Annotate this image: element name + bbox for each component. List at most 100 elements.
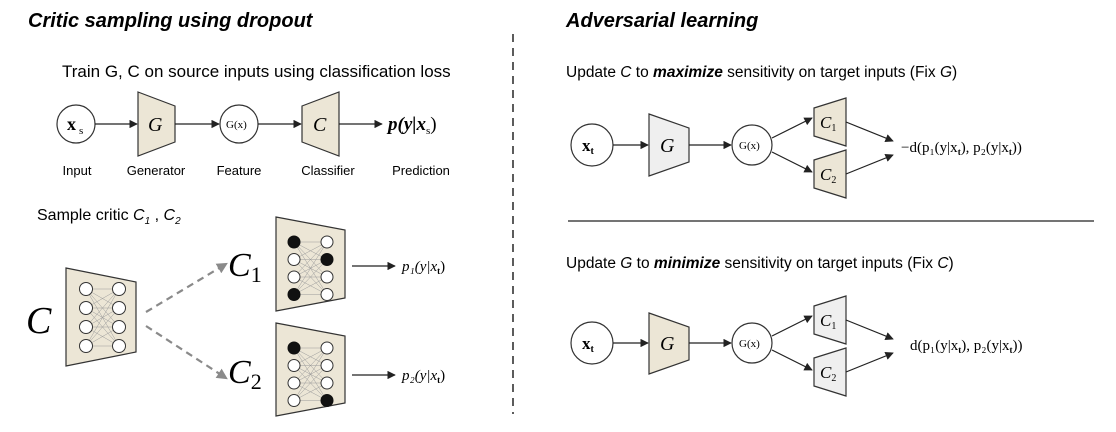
feature-symbol: G(x) (226, 119, 247, 131)
c2-symbol-top: C2 (820, 165, 836, 186)
network-edge (293, 365, 328, 401)
neuron (320, 235, 334, 249)
generator-symbol-top: G (660, 135, 675, 157)
neuron (112, 320, 126, 334)
generator-block-top (648, 113, 690, 177)
classifier-symbol: C (313, 114, 327, 136)
neuron (287, 253, 301, 266)
neuron (112, 282, 126, 296)
step2-caption: Sample critic C1 , C2 (37, 207, 181, 227)
minimize-pipeline: xt G G(x) C1 C2 d(p₁(y|xt), p₂(y|xt)) (570, 295, 1022, 397)
network-edge (293, 241, 328, 278)
dropped-neuron (320, 394, 334, 407)
neuron (320, 270, 334, 284)
neuron (112, 301, 126, 315)
arrow-c1-output-top (845, 121, 894, 143)
c1-block-top (813, 97, 847, 147)
generator-symbol: G (148, 114, 163, 136)
neuron (112, 339, 126, 353)
feature-symbol-bottom: G(x) (739, 338, 760, 350)
feature-symbol-top: G(x) (739, 140, 760, 152)
network-edge (85, 307, 120, 347)
network-edge (85, 288, 120, 328)
dropped-neuron (287, 235, 301, 249)
target-input-symbol-bottom: xt (582, 334, 595, 355)
input-subscript: s (79, 125, 83, 137)
label-input: Input (63, 163, 92, 178)
arrow-c2-output-top (845, 153, 894, 175)
arrow-feature-c1-top (771, 117, 813, 139)
maximize-pipeline: xt G G(x) C1 C2 −d(p₁(y|xt), p₂(y|xt)) (570, 97, 1022, 199)
classifier-block (301, 91, 340, 157)
arrow-c1-output-bottom (845, 319, 894, 341)
c2-symbol: C2 (228, 354, 262, 394)
big-c-symbol: C (26, 300, 52, 342)
label-prediction: Prediction (392, 163, 450, 178)
arrow-feature-c2-bottom (771, 349, 813, 371)
neuron (79, 282, 93, 296)
neuron (320, 359, 334, 372)
feature-node-bottom (731, 322, 773, 364)
full-classifier-block (65, 267, 137, 367)
network-edge (85, 288, 120, 347)
training-pipeline: x s G G(x) C p(y|xs) Input Generator Fea… (56, 91, 450, 178)
c1-symbol-bottom: C1 (820, 311, 836, 332)
neuron (287, 376, 301, 390)
c1-output: p₁(y|xt) (401, 259, 445, 276)
generator-symbol-bottom: G (660, 333, 675, 355)
arrow-c2-output-bottom (845, 351, 894, 373)
minimize-output: d(p₁(y|xt), p₂(y|xt)) (910, 338, 1022, 355)
c2-block (275, 322, 346, 417)
network-edge (293, 259, 328, 295)
neuron (320, 341, 334, 355)
label-generator: Generator (127, 163, 186, 178)
neuron (79, 320, 93, 334)
step1-caption: Train G, C on source inputs using classi… (62, 62, 451, 81)
target-input-node (570, 123, 614, 167)
maximize-caption: Update C to maximize sensitivity on targ… (566, 64, 957, 81)
label-classifier: Classifier (301, 163, 355, 178)
dropped-neuron (287, 288, 301, 301)
arrow-feature-c1-bottom (771, 315, 813, 337)
neuron (79, 301, 93, 315)
c2-block-bottom (813, 347, 847, 397)
sample-arrow-c1 (145, 262, 228, 313)
dropped-neuron (320, 253, 334, 266)
label-feature: Feature (217, 163, 262, 178)
full-classifier-network (79, 282, 126, 353)
c2-network (287, 341, 334, 407)
feature-node-top (731, 124, 773, 166)
neuron (287, 359, 301, 372)
c1-symbol: C1 (228, 247, 262, 287)
arrow-feature-c2-top (771, 151, 813, 173)
target-input-node-bottom (570, 321, 614, 365)
c1-block (275, 216, 346, 312)
neuron (320, 376, 334, 390)
c2-output: p₂(y|xt) (401, 368, 445, 385)
prediction-text: p(y|xs) (386, 114, 437, 137)
neuron (79, 339, 93, 353)
generator-block-bottom (648, 312, 690, 375)
target-input-symbol: xt (582, 136, 595, 157)
network-edge (293, 241, 328, 295)
maximize-output: −d(p₁(y|xt), p₂(y|xt)) (901, 140, 1022, 157)
c1-block-bottom (813, 295, 847, 345)
network-edge (293, 347, 328, 401)
network-edge (293, 347, 328, 384)
right-title: Adversarial learning (565, 10, 758, 32)
c1-symbol-top: C1 (820, 113, 836, 134)
neuron (287, 270, 301, 284)
input-symbol: x (67, 114, 76, 134)
generator-block (137, 91, 176, 157)
c2-symbol-bottom: C2 (820, 363, 836, 384)
neuron (287, 394, 301, 407)
minimize-caption: Update G to minimize sensitivity on targ… (566, 255, 954, 272)
c1-network (287, 235, 334, 301)
dropped-neuron (287, 341, 301, 355)
left-title: Critic sampling using dropout (28, 10, 314, 32)
sample-arrow-c2 (145, 325, 228, 380)
neuron (320, 288, 334, 301)
c2-block-top (813, 149, 847, 199)
input-node (56, 104, 96, 144)
